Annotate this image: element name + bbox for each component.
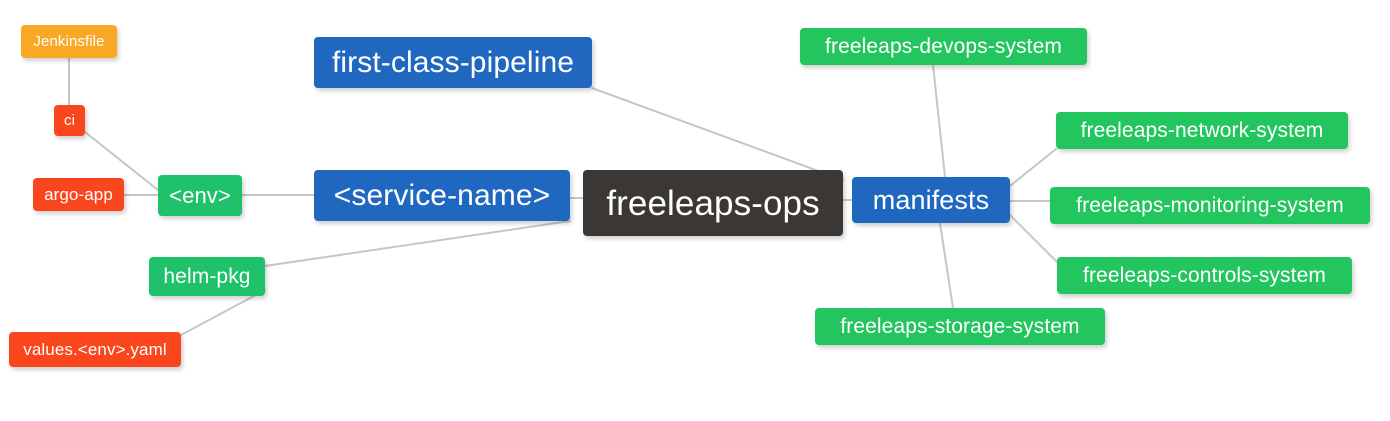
mindmap-node-freeleaps-storage-system[interactable]: freeleaps-storage-system [815,308,1105,345]
mindmap-node-jenkinsfile[interactable]: Jenkinsfile [21,25,117,58]
edge-freeleaps-storage-system-to-manifests [939,222,954,309]
mindmap-node-freeleaps-network-system[interactable]: freeleaps-network-system [1056,112,1348,149]
node-label: <env> [169,182,231,208]
node-label: ci [63,112,76,129]
mindmap-node-helm-pkg[interactable]: helm-pkg [149,257,265,296]
node-label: freeleaps-controls-system [1083,264,1326,287]
mindmap-node-freeleaps-devops-system[interactable]: freeleaps-devops-system [800,28,1087,65]
edge-freeleaps-devops-system-to-manifests [932,64,946,178]
mindmap-node-env[interactable]: <env> [158,175,242,216]
node-label: <service-name> [333,178,551,212]
mindmap-node-freeleaps-controls-system[interactable]: freeleaps-controls-system [1057,257,1352,294]
edge-freeleaps-network-system-to-manifests [1009,148,1057,187]
mindmap-node-ci[interactable]: ci [54,105,85,136]
node-label: argo-app [44,185,113,204]
node-label: Jenkinsfile [33,33,105,50]
node-label: freeleaps-ops [606,183,820,223]
node-label: freeleaps-devops-system [825,35,1062,58]
node-label: manifests [872,184,990,215]
node-label: freeleaps-network-system [1080,119,1324,142]
edge-first-class-pipeline-to-freeleaps-ops [591,87,844,181]
mindmap-node-values-yaml[interactable]: values.<env>.yaml [9,332,181,367]
node-label: freeleaps-storage-system [840,315,1080,338]
edge-helm-pkg-to-service-name [264,220,571,267]
node-label: freeleaps-monitoring-system [1076,194,1344,217]
mindmap-node-freeleaps-monitoring-system[interactable]: freeleaps-monitoring-system [1050,187,1370,224]
mindmap-node-argo-app[interactable]: argo-app [33,178,124,211]
mindmap-node-service-name[interactable]: <service-name> [314,170,570,221]
mindmap-node-first-class-pipeline[interactable]: first-class-pipeline [314,37,592,88]
node-label: helm-pkg [163,265,251,288]
mindmap-node-manifests[interactable]: manifests [852,177,1010,223]
node-label: first-class-pipeline [331,45,575,79]
node-label: values.<env>.yaml [23,340,167,359]
edge-values-yaml-to-helm-pkg [180,289,266,336]
mindmap-node-freeleaps-ops[interactable]: freeleaps-ops [583,170,843,236]
